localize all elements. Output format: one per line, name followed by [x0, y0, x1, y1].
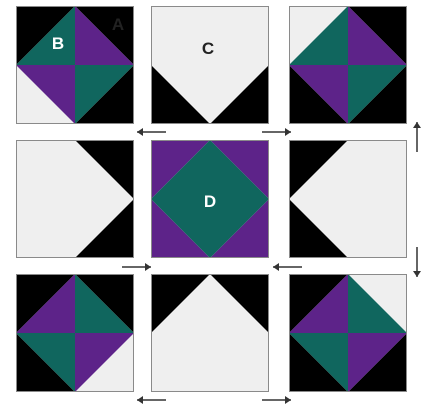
arrow-right-down [413, 247, 421, 277]
arrow-middle-right [273, 263, 302, 271]
block-middle-left [16, 140, 134, 258]
label-a: A [112, 15, 124, 34]
label-c: C [202, 39, 214, 58]
arrow-right-up [413, 122, 421, 152]
arrow-top-right [262, 128, 291, 136]
arrow-bottom-left [137, 396, 166, 404]
block-middle-right [289, 140, 407, 258]
arrow-middle-left [122, 263, 151, 271]
label-b: B [52, 34, 64, 53]
label-d: D [204, 192, 216, 211]
block-bottom-center [151, 274, 269, 392]
block-top-right [289, 6, 407, 124]
arrow-bottom-right [262, 396, 291, 404]
arrow-top-left [137, 128, 166, 136]
block-top-center [151, 6, 269, 124]
block-bottom-right [289, 274, 407, 392]
block-bottom-left [16, 274, 134, 392]
